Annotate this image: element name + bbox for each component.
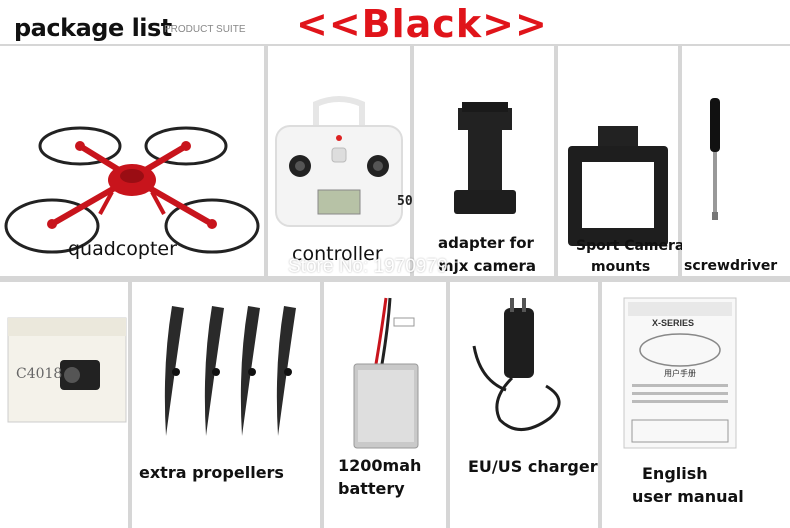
item-quadcopter: quadcopter xyxy=(0,46,264,276)
item-screwdriver: screwdriver xyxy=(682,46,790,276)
battery-label-line1: 1200mah xyxy=(338,456,422,475)
user-manual-image xyxy=(623,297,737,449)
sport-camera-mount-image xyxy=(568,126,668,246)
battery-label-line2: battery xyxy=(338,479,405,498)
item-camera-adapter: adapter for mjx camera xyxy=(414,46,554,276)
item-charger: EU/US charger xyxy=(450,282,598,528)
controller-screen-readout: 50 xyxy=(397,194,413,209)
quadcopter-image xyxy=(4,126,260,254)
battery-image xyxy=(353,297,419,449)
camera-box-image xyxy=(7,317,127,423)
page-subtitle: PRODUCT SUITE xyxy=(164,24,246,35)
camera-adapter-label-line2: mjx camera xyxy=(438,257,537,275)
screwdriver-label: screwdriver xyxy=(684,258,778,274)
item-camera-box: C4018 xyxy=(0,282,128,528)
item-controller: 50 controller xyxy=(268,46,413,276)
sport-camera-label-line2: mounts xyxy=(591,259,651,275)
item-battery: 1200mah battery xyxy=(324,282,446,528)
screwdriver-image xyxy=(710,98,720,220)
camera-adapter-label-line1: adapter for xyxy=(438,234,534,252)
page-title: package list xyxy=(14,14,172,42)
quadcopter-label: quadcopter xyxy=(68,238,177,260)
charger-label: EU/US charger xyxy=(468,457,598,476)
manual-brand-text: X-SERIES xyxy=(652,318,695,328)
item-sport-camera-mounts: Sport Camera mounts xyxy=(558,46,684,276)
sport-camera-label-line1: Sport Camera xyxy=(576,238,685,254)
controller-image xyxy=(275,96,403,227)
manual-title-text: 用户手册 xyxy=(664,369,696,378)
charger-image xyxy=(472,298,561,431)
propellers-label: extra propellers xyxy=(139,463,284,482)
camera-adapter-image xyxy=(454,102,516,214)
header-bar: package list PRODUCT SUITE <<Black>> xyxy=(0,0,790,46)
controller-label: controller xyxy=(292,243,383,265)
store-watermark: Store No: 1970979 xyxy=(288,256,448,277)
camera-box-model-text: C4018 xyxy=(16,366,63,382)
color-variant-heading: <<Black>> xyxy=(296,2,548,46)
propellers-image xyxy=(164,306,296,436)
item-extra-propellers: extra propellers xyxy=(132,282,320,528)
item-user-manual: X-SERIES 用户手册 English user manual xyxy=(602,282,790,528)
manual-label-line2: user manual xyxy=(632,487,744,506)
manual-label-line1: English xyxy=(642,464,708,483)
